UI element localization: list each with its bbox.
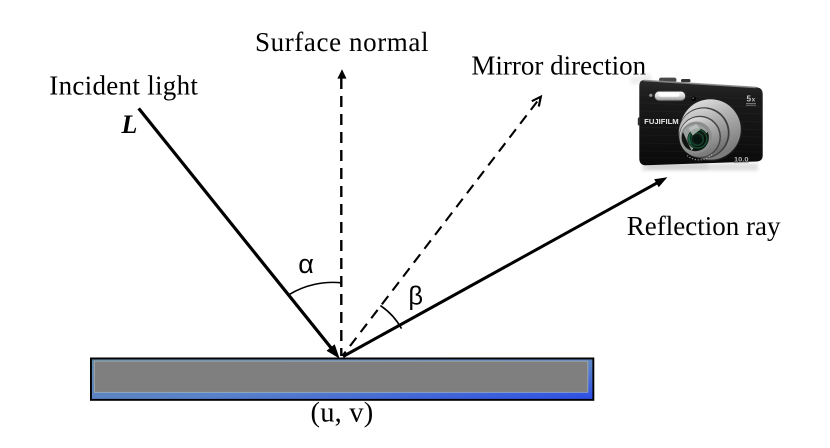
svg-text:L: L — [121, 110, 138, 139]
svg-text:Reflection ray: Reflection ray — [627, 211, 781, 241]
svg-text:Incident light: Incident light — [49, 71, 198, 101]
svg-text:FUJIFILM: FUJIFILM — [644, 117, 679, 126]
svg-text:Mirror direction: Mirror direction — [471, 50, 646, 80]
svg-text:5: 5 — [747, 95, 752, 104]
svg-text:α: α — [298, 249, 314, 279]
svg-text:x: x — [752, 98, 756, 104]
svg-text:β: β — [408, 283, 423, 311]
svg-text:(u, v): (u, v) — [311, 398, 374, 429]
svg-text:10.0: 10.0 — [734, 156, 749, 163]
svg-text:Surface normal: Surface normal — [255, 27, 429, 57]
